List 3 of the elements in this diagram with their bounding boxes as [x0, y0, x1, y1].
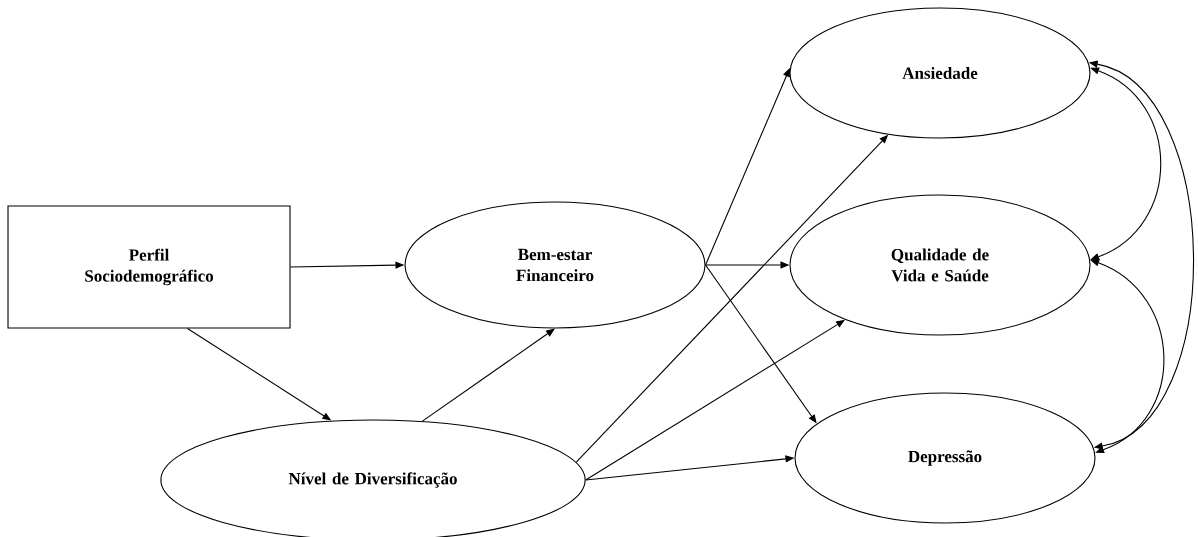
process-box: Perfil Sociodemográfico: [7, 205, 291, 329]
arrow: [1090, 67, 1162, 261]
arrow: [421, 328, 555, 422]
